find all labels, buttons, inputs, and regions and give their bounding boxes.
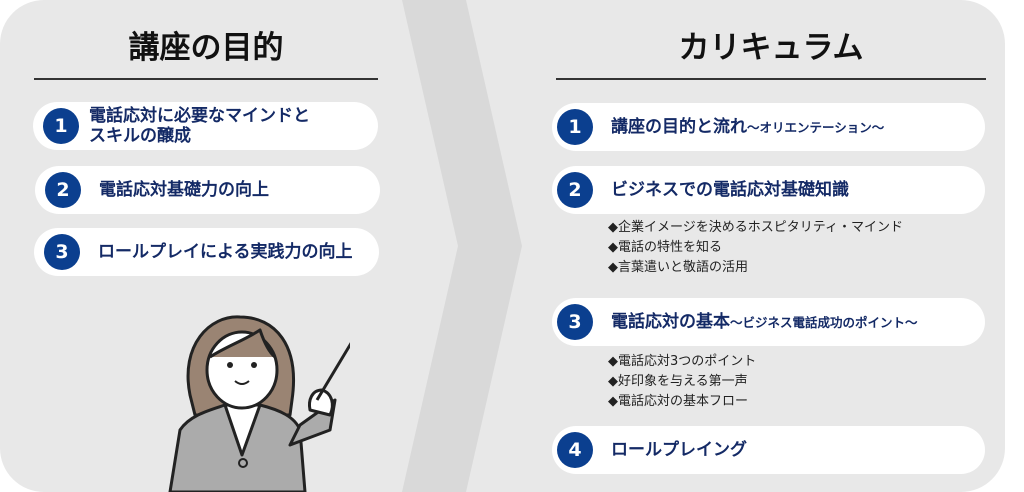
left-divider bbox=[34, 78, 378, 80]
curriculum-item-4: 4 ロールプレイング bbox=[552, 426, 985, 474]
number-badge: 4 bbox=[557, 432, 593, 468]
number-badge: 2 bbox=[557, 172, 593, 208]
bullet-item: ◆電話の特性を知る bbox=[608, 240, 722, 255]
curriculum-subtitle: ～オリエンテーション～ bbox=[747, 119, 885, 135]
bullet-item: ◆言葉遣いと敬語の活用 bbox=[608, 260, 748, 275]
objective-item-2: 2 電話応対基礎力の向上 bbox=[35, 166, 380, 214]
bullet-list-3: ◆電話応対3つのポイント ◆好印象を与える第一声 ◆電話応対の基本フロー bbox=[608, 352, 756, 412]
curriculum-item-1: 1 講座の目的と流れ～オリエンテーション～ bbox=[552, 103, 985, 151]
bullet-item: ◆電話応対の基本フロー bbox=[608, 394, 748, 409]
objective-text: スキルの醸成 bbox=[89, 126, 191, 146]
objective-text: 電話応対に必要なマインドと bbox=[89, 106, 310, 126]
bullet-item: ◆電話応対3つのポイント bbox=[608, 354, 757, 369]
curriculum-title: ロールプレイング bbox=[611, 440, 747, 460]
curriculum-item-3: 3 電話応対の基本～ビジネス電話成功のポイント～ bbox=[552, 298, 985, 346]
curriculum-title: 電話応対の基本 bbox=[611, 311, 730, 332]
instructor-illustration bbox=[168, 315, 350, 492]
number-badge: 3 bbox=[557, 304, 593, 340]
bullet-list-2: ◆企業イメージを決めるホスピタリティ・マインド ◆電話の特性を知る ◆言葉遣いと… bbox=[608, 218, 903, 278]
objective-item-1: 1 電話応対に必要なマインドとスキルの醸成 bbox=[33, 102, 378, 150]
objective-text: 電話応対基礎力の向上 bbox=[99, 180, 269, 200]
curriculum-item-2: 2 ビジネスでの電話応対基礎知識 bbox=[552, 166, 985, 214]
curriculum-title: 講座の目的と流れ bbox=[611, 116, 747, 137]
curriculum-title: ビジネスでの電話応対基礎知識 bbox=[611, 180, 849, 200]
curriculum-subtitle: ～ビジネス電話成功のポイント～ bbox=[730, 314, 918, 330]
right-title: カリキュラム bbox=[678, 30, 864, 66]
bullet-item: ◆企業イメージを決めるホスピタリティ・マインド bbox=[608, 220, 903, 235]
objective-text: ロールプレイによる実践力の向上 bbox=[98, 242, 353, 262]
right-divider bbox=[556, 78, 986, 80]
number-badge: 1 bbox=[557, 109, 593, 145]
objective-item-3: 3 ロールプレイによる実践力の向上 bbox=[34, 228, 379, 276]
number-badge: 1 bbox=[43, 108, 79, 144]
left-title: 講座の目的 bbox=[128, 30, 284, 66]
number-badge: 2 bbox=[45, 172, 81, 208]
bullet-item: ◆好印象を与える第一声 bbox=[608, 374, 748, 389]
number-badge: 3 bbox=[44, 234, 80, 270]
